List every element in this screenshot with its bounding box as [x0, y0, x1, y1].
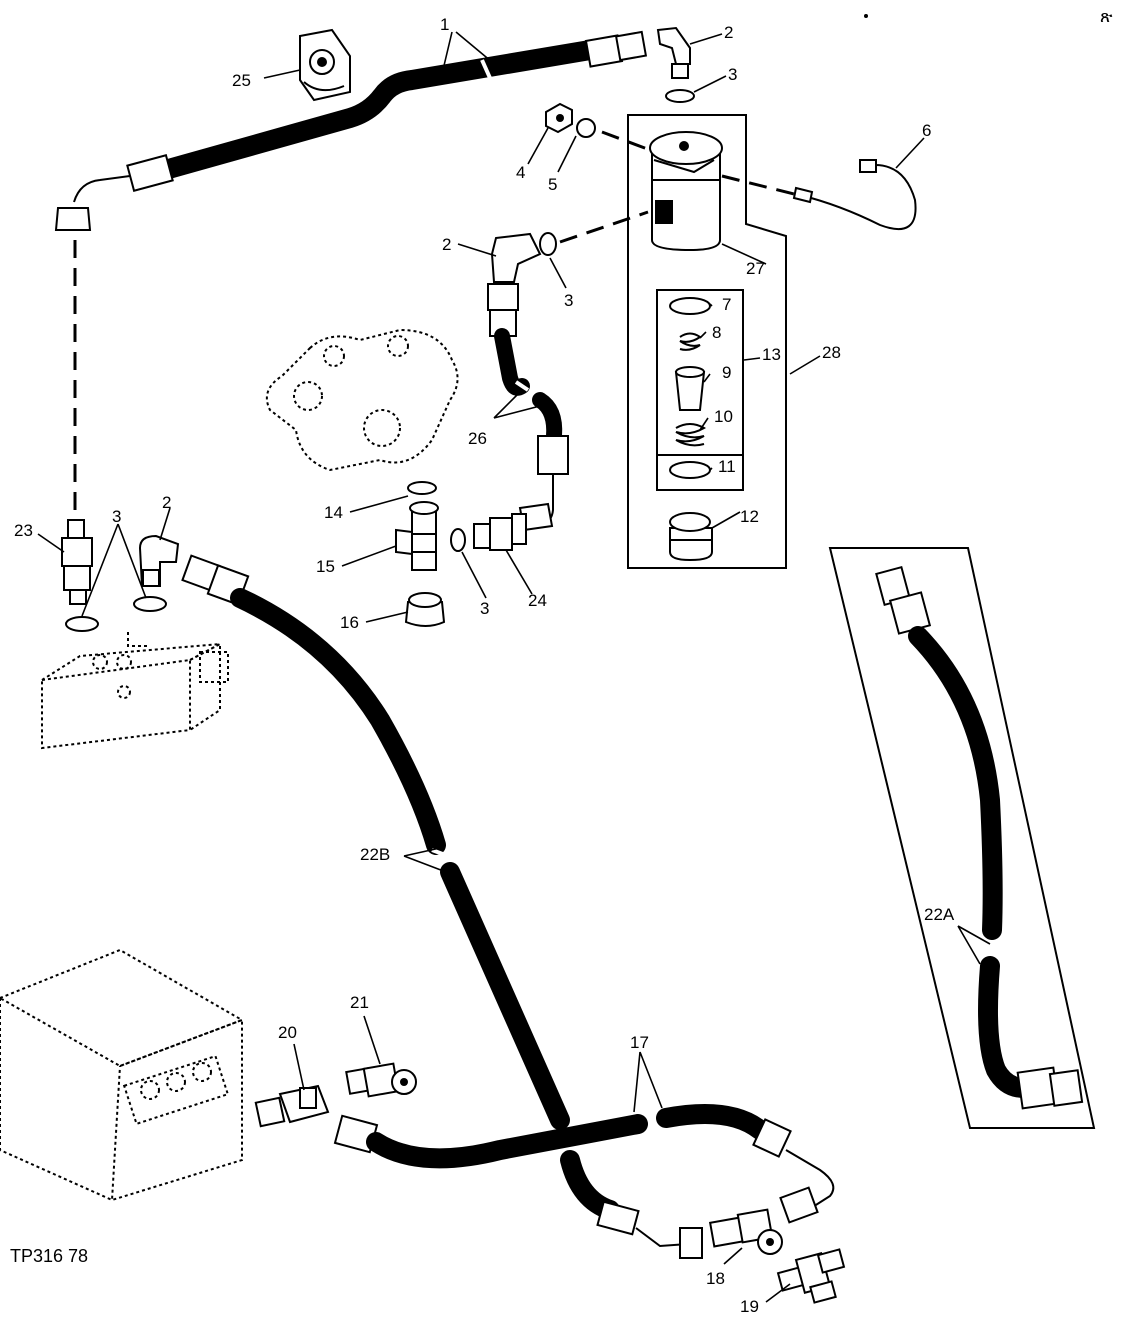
label-14: 14 [324, 503, 343, 522]
kit-13-outline [656, 289, 744, 491]
label-9: 9 [722, 363, 731, 382]
tube-6 [792, 159, 917, 230]
label-24: 24 [528, 591, 547, 610]
label-18: 18 [706, 1269, 725, 1288]
hose-22a-panel [828, 547, 1096, 1129]
label-1: 1 [440, 15, 449, 34]
label-6: 6 [922, 121, 931, 140]
valve-housing-left [41, 632, 229, 750]
label-2-top: 2 [724, 23, 733, 42]
label-7: 7 [722, 295, 731, 314]
o-ring-3-left-b [133, 596, 167, 612]
nut-4 [545, 102, 573, 134]
label-12: 12 [740, 507, 759, 526]
figure-code: TP316 78 [10, 1246, 88, 1266]
label-23: 23 [14, 521, 33, 540]
o-ring-3-left-a [65, 616, 99, 632]
o-ring-3-top [665, 89, 695, 103]
fitting-18 [708, 1208, 783, 1255]
valve-block-27 [649, 131, 723, 252]
hose-22a [875, 565, 1084, 1110]
hose-26 [487, 283, 569, 532]
fitting-23 [61, 519, 93, 605]
o-ring-7 [669, 297, 711, 315]
label-20: 20 [278, 1023, 297, 1042]
label-13: 13 [762, 345, 781, 364]
kit-28-outline [627, 114, 787, 569]
label-19: 19 [740, 1297, 759, 1316]
label-3-top: 3 [728, 65, 737, 84]
control-valve-ghost [266, 328, 459, 472]
fitting-20 [254, 1084, 330, 1128]
dash-line-6 [721, 174, 795, 196]
washer-5 [576, 118, 596, 138]
label-22b: 22B [360, 845, 390, 864]
label-15: 15 [316, 557, 335, 576]
label-2-center: 2 [442, 235, 451, 254]
tee-15 [395, 501, 439, 571]
label-26: 26 [468, 429, 487, 448]
o-ring-11 [669, 461, 711, 479]
o-ring-3-center [539, 232, 557, 256]
clamp-25 [299, 28, 351, 102]
label-8: 8 [712, 323, 721, 342]
hose-1 [54, 30, 648, 231]
label-21: 21 [350, 993, 369, 1012]
label-2-left: 2 [162, 493, 171, 512]
label-5: 5 [548, 175, 557, 194]
dash-line-27 [559, 210, 649, 244]
part-labels: 1 2 3 25 4 5 6 2 3 27 7 8 9 10 11 12 13 … [14, 15, 955, 1316]
spring-8 [679, 332, 702, 351]
hose-22b [181, 554, 570, 1130]
fitting-21 [345, 1062, 417, 1098]
o-ring-14 [407, 481, 437, 495]
label-16: 16 [340, 613, 359, 632]
label-28: 28 [822, 343, 841, 362]
label-11: 11 [718, 457, 736, 476]
fitting-24 [473, 513, 527, 551]
dash-line-4 [601, 130, 651, 152]
elbow-2-top [656, 26, 691, 79]
label-3-tee: 3 [480, 599, 489, 618]
cap-16 [404, 592, 446, 627]
leader-lines [37, 31, 991, 1303]
spring-10 [675, 423, 707, 447]
label-3-left: 3 [112, 507, 121, 526]
corner-dot [864, 14, 868, 18]
poppet-9 [674, 366, 706, 411]
pump-box-ghost [0, 948, 245, 1202]
elbow-2-center [490, 232, 542, 283]
label-22a: 22A [924, 905, 955, 924]
elbow-2-left [138, 534, 180, 587]
label-4: 4 [516, 163, 525, 182]
label-17: 17 [630, 1033, 649, 1052]
hose-17 [333, 1104, 835, 1259]
label-25: 25 [232, 71, 251, 90]
label-27: 27 [746, 259, 765, 278]
fitting-19 [776, 1248, 846, 1304]
label-3-center: 3 [564, 291, 573, 310]
o-ring-3-tee [450, 528, 466, 552]
corner-mark: ጽ [1100, 7, 1113, 26]
plug-12 [669, 512, 713, 562]
label-10: 10 [714, 407, 733, 426]
